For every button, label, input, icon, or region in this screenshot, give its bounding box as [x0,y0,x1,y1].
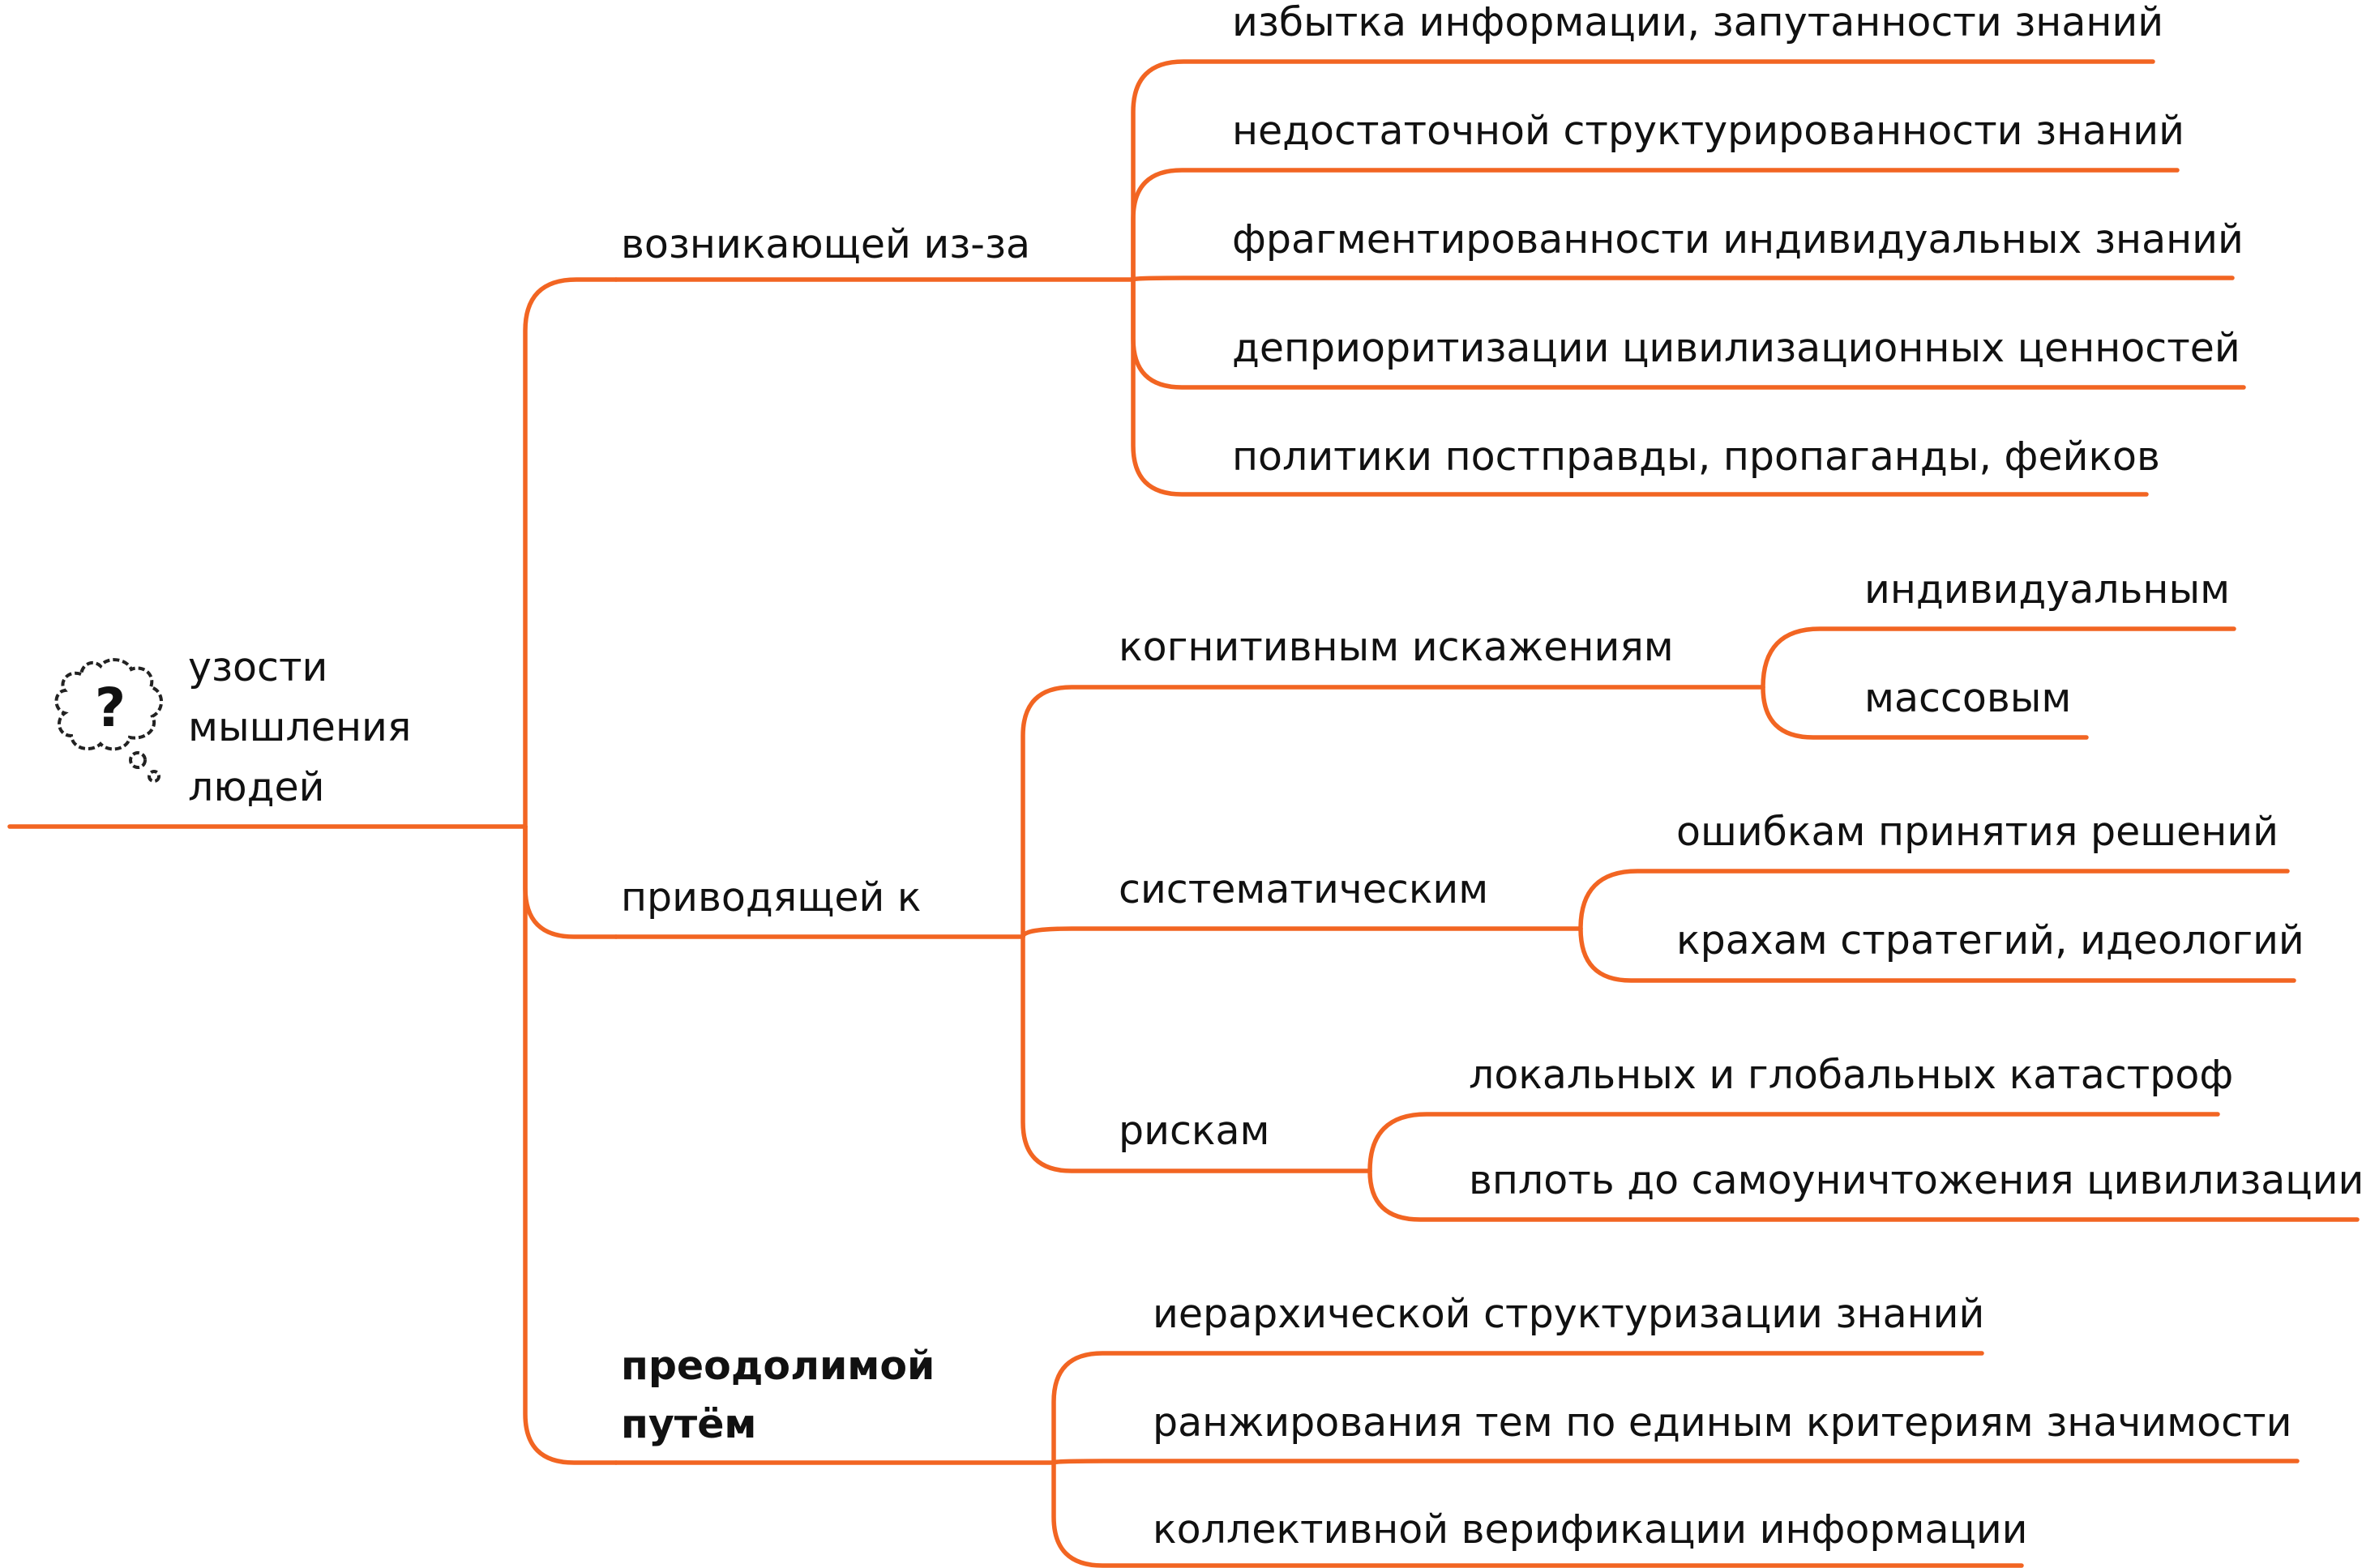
branch-2-3-leaf-1[interactable]: локальных и глобальных катастроф [1469,1052,2233,1098]
branch-3-child-2[interactable]: ранжирования тем по единым критериям зна… [1153,1399,2291,1446]
branch-2-child-2-connector [1021,926,1583,939]
root-label-line-1: узости [188,644,327,690]
branch-2-1-leaf-1-connector [1761,626,2236,690]
branch-3-label[interactable]: преодолимой путём [621,1343,948,1447]
branch-1-child-2-connector [1131,168,2180,282]
branch-2-label[interactable]: приводящей к [621,874,922,921]
branch-1-child-3-connector [1131,276,2235,282]
branch-2-2-leaf-2-connector [1578,926,2296,983]
branch-1-child-4[interactable]: деприоритизации цивилизационных ценносте… [1232,325,2240,371]
branch-2-2-leaf-1[interactable]: ошибкам принятия решений [1676,809,2279,855]
branch-2-3-leaf-2-connector [1367,1169,2360,1222]
connector-lines [7,59,2360,1568]
branch-1-label[interactable]: возникающей из-за [621,221,1030,267]
branch-1-child-1[interactable]: избытка информации, запутанности знаний [1232,0,2163,45]
branch-3-child-3-connector [1051,1460,2024,1568]
branch-1-child-2[interactable]: недостаточной структурированности знаний [1232,108,2184,154]
branch-2-3-leaf-2[interactable]: вплоть до самоуничтожения цивилизации [1469,1157,2362,1203]
branch-1-child-5[interactable]: политики постправды, пропаганды, фейков [1232,434,2160,480]
thought-bubble-question-icon: ? [54,658,163,783]
branch-3-child-2-connector [1051,1459,2300,1465]
root-to-branch-2-connector [523,824,618,939]
branch-2-child-2[interactable]: систематическим [1119,866,1488,912]
root-label-line-2: мышления [188,704,411,750]
root-label-line-3: людей [188,764,324,810]
root-label: узости мышления людей [188,644,424,810]
branch-1-child-5-connector [1131,277,2149,497]
branch-2-2-leaf-2[interactable]: крахам стратегий, идеологий [1676,917,2304,963]
root-to-branch-3-connector [523,824,618,1465]
branch-3-child-1-connector [1051,1351,1984,1465]
question-mark: ? [95,677,126,739]
branch-2-child-3-connector [1021,934,1372,1173]
branch-2-1-leaf-1[interactable]: индивидуальным [1864,566,2230,613]
branch-1-child-3[interactable]: фрагментированности индивидуальных знани… [1232,216,2244,263]
branch-2-3-leaf-1-connector [1367,1112,2220,1173]
branch-2-2-leaf-1-connector [1578,869,2290,931]
root-to-branch-1-connector [523,277,618,829]
branch-2-1-leaf-2-connector [1761,685,2089,740]
branch-2-child-1[interactable]: когнитивным искажениям [1119,624,1674,670]
branch-3-child-3[interactable]: коллективной верификации информации [1153,1506,2028,1553]
branch-2-child-3[interactable]: рискам [1119,1108,1269,1154]
branch-3-label-line-1: преодолимой [621,1343,935,1389]
branch-3-child-1[interactable]: иерархической структуризации знаний [1153,1291,1984,1337]
branch-2-child-1-connector [1021,685,1765,939]
root-topic[interactable]: ? узости мышления людей [54,644,424,810]
branch-1-child-1-connector [1131,59,2155,282]
branch-2-1-leaf-2[interactable]: массовым [1864,675,2071,721]
branch-3-label-line-2: путём [621,1401,756,1447]
